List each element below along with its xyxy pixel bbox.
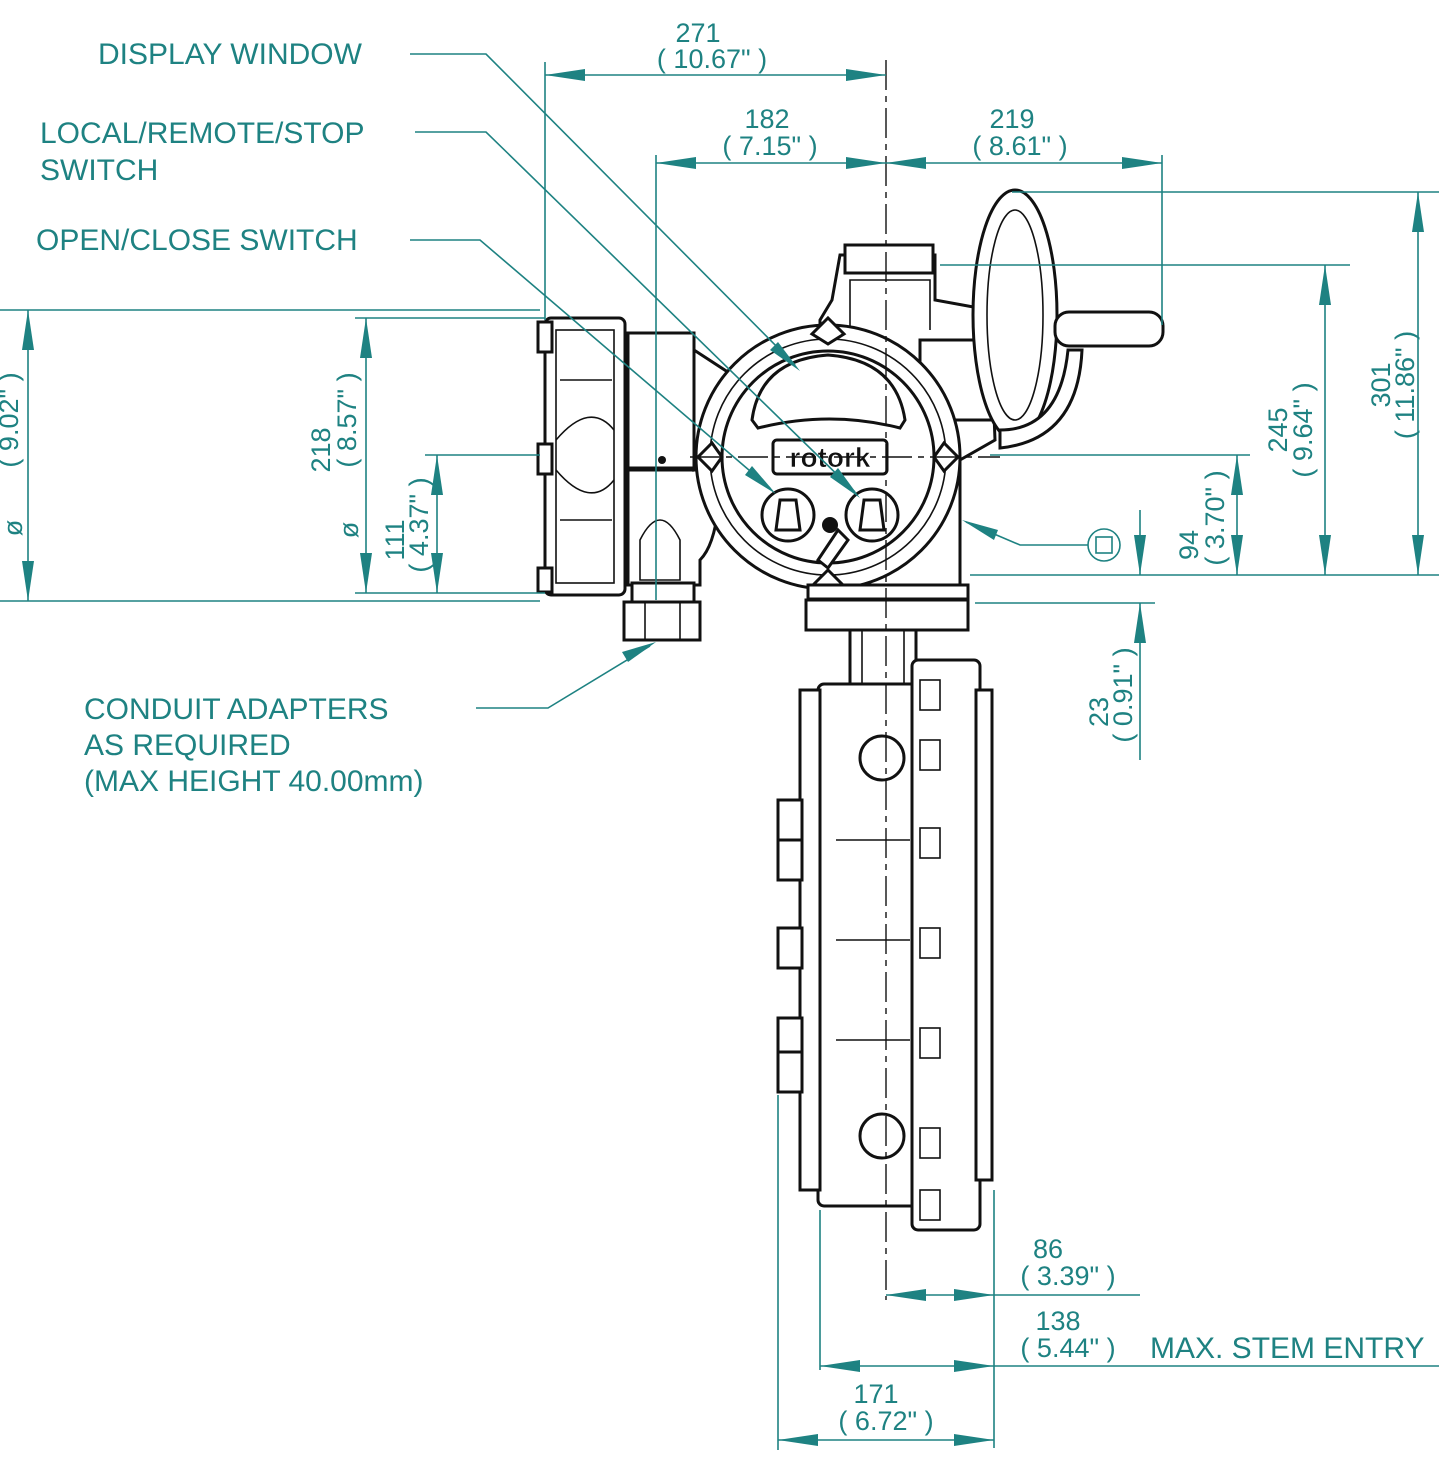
dim-138: 138 ( 5.44" ) MAX. STEM ENTRY [820,1306,1439,1372]
dim-218-in: ( 8.57" ) [332,372,362,467]
callouts: DISPLAY WINDOW LOCAL/REMOTE/STOP SWITCH … [36,38,860,798]
dim-138-in: ( 5.44" ) [1020,1333,1115,1363]
conduit-label-1: CONDUIT ADAPTERS [84,693,389,726]
dim-94-mm: 94 [1174,530,1204,560]
local-remote-stop-label-1: LOCAL/REMOTE/STOP [40,117,365,150]
gearbox-housing [776,658,994,1232]
conduit-label-2: AS REQUIRED [84,729,291,762]
dim-86-in: ( 3.39" ) [1020,1261,1115,1291]
dim-229-in: ( 9.02" ) [0,372,24,467]
dim-301: 301 ( 11.86" ) [1366,192,1424,575]
dim-301-mm: 301 [1366,362,1396,407]
mounting-base [804,583,970,687]
dim-301-in: ( 11.86" ) [1390,331,1420,439]
dim-111: 111 ( 4.37" ) [380,455,443,593]
handwheel [971,188,1165,450]
dim-111-in: ( 4.37" ) [404,477,434,572]
dim-229: ø ( 9.02" ) [0,310,35,601]
local-remote-stop-label-2: SWITCH [40,154,158,187]
dim-23-mm: 23 [1084,697,1114,727]
dim-229-prefix: ø [0,520,28,537]
dim-111-mm: 111 [380,519,410,560]
dim-218: ø 218 ( 8.57" ) [306,318,372,593]
dim-138-mm: 138 [1035,1306,1080,1336]
dim-271: 271 ( 10.67" ) [545,18,886,81]
dim-245: 245 ( 9.64" ) [1263,265,1331,575]
dim-23: 23 ( 0.91" ) [1084,510,1146,760]
dim-171-in: ( 6.72" ) [838,1406,933,1436]
max-stem-entry-label: MAX. STEM ENTRY [1150,1332,1424,1365]
dim-86: 86 ( 3.39" ) [886,1234,1140,1301]
dim-271-mm: 271 [675,18,720,48]
dim-219-mm: 219 [989,104,1034,134]
dim-86-mm: 86 [1033,1234,1063,1264]
display-window-label: DISPLAY WINDOW [98,38,363,71]
dim-182-mm: 182 [744,104,789,134]
dim-23-in: ( 0.91" ) [1108,647,1138,742]
open-close-label: OPEN/CLOSE SWITCH [36,224,358,257]
dim-218-prefix: ø [334,522,364,539]
callout-conduit-adapters: CONDUIT ADAPTERS AS REQUIRED (MAX HEIGHT… [84,642,656,798]
dim-245-in: ( 9.64" ) [1288,382,1318,477]
conduit-adapter [622,581,702,642]
dim-218-mm: 218 [306,427,336,472]
conduit-label-3: (MAX HEIGHT 40.00mm) [84,765,424,798]
dim-219: 219 ( 8.61" ) [886,104,1162,169]
dim-171: 171 ( 6.72" ) [778,1379,994,1446]
callout-display-window: DISPLAY WINDOW [98,38,800,371]
callout-local-remote-stop: LOCAL/REMOTE/STOP SWITCH [40,117,860,498]
dim-271-in: ( 10.67" ) [657,44,767,74]
dim-171-mm: 171 [853,1379,898,1409]
dim-182: 182 ( 7.15" ) [656,104,886,169]
dim-182-in: ( 7.15" ) [722,131,817,161]
square-drive-symbol [962,520,1121,562]
terminal-housing [536,316,627,597]
dim-94-in: ( 3.70" ) [1200,470,1230,565]
dim-94: 94 ( 3.70" ) [1174,455,1243,575]
callout-open-close: OPEN/CLOSE SWITCH [36,224,776,494]
dim-245-mm: 245 [1263,407,1293,452]
dim-219-in: ( 8.61" ) [972,131,1067,161]
dimensions: 271 ( 10.67" ) 182 ( 7.15" ) 219 ( 8.61"… [0,18,1439,1450]
actuator-drawing: rotork [536,60,1165,1300]
